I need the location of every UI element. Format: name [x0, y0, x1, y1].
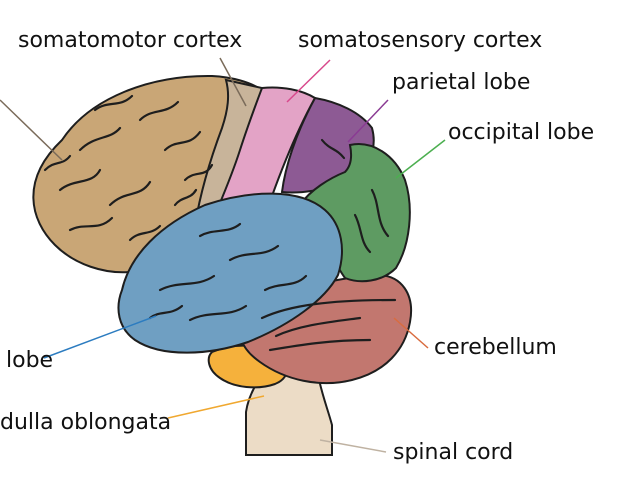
label-somatomotor-cortex: somatomotor cortex: [18, 28, 243, 53]
leader-frontal: [0, 99, 63, 161]
leader-somatomotor: [219, 57, 247, 107]
label-occipital-lobe: occipital lobe: [448, 120, 595, 145]
leader-parietal: [347, 99, 389, 143]
label-spinal-cord: spinal cord: [393, 440, 514, 465]
label-parietal-lobe: parietal lobe: [392, 70, 531, 95]
label-medulla-oblongata: dulla oblongata: [0, 410, 172, 435]
leader-medulla: [167, 395, 265, 419]
leader-spinal: [319, 439, 387, 453]
label-cerebellum: cerebellum: [434, 335, 557, 360]
leader-temporal: [43, 315, 157, 359]
brain-sulci: [43, 94, 397, 352]
leader-occipital: [395, 139, 446, 179]
leader-lines: [0, 57, 446, 453]
leader-cerebellum: [393, 317, 429, 349]
leader-somatosensory: [286, 59, 331, 103]
label-somatosensory-cortex: somatosensory cortex: [298, 28, 543, 53]
temporal-lobe-region: [117, 192, 343, 354]
label-temporal-lobe: lobe: [6, 348, 54, 373]
